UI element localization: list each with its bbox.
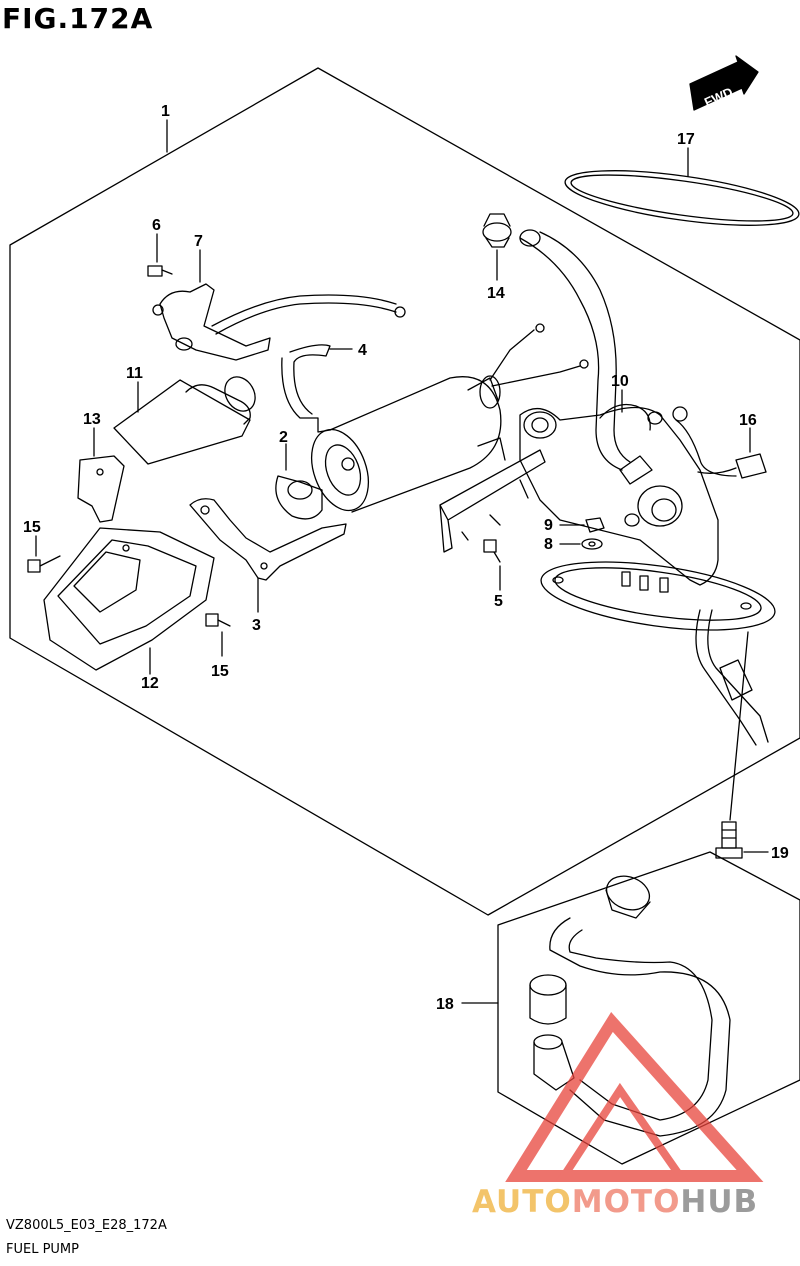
callout-18: 18 [436, 996, 454, 1013]
callout-17: 17 [677, 131, 695, 148]
callout-15a: 15 [23, 519, 41, 536]
elbow-18 [533, 1034, 575, 1091]
joint-18b [529, 974, 567, 1025]
screw-6 [147, 265, 173, 277]
fuel-line-18 [549, 917, 731, 1137]
watermark-logo [505, 1012, 764, 1182]
figure-title: FIG.172A [2, 2, 154, 35]
callout-15b: 15 [211, 663, 229, 680]
bracket-rail [439, 437, 546, 553]
callout-8: 8 [544, 536, 553, 553]
callout-4: 4 [358, 342, 367, 359]
retaining-strap-4 [281, 344, 331, 433]
callout-7: 7 [194, 233, 203, 250]
fwd-arrow-icon [689, 55, 759, 111]
wire-harness [695, 609, 769, 746]
callout-13: 13 [83, 411, 101, 428]
callout-11: 11 [126, 365, 143, 382]
callout-14: 14 [487, 285, 505, 302]
gasket-13 [77, 455, 125, 523]
callout-1: 1 [161, 103, 170, 120]
assembly-outline [9, 67, 800, 916]
fuel-hose [519, 231, 631, 471]
fuel-filter-11 [113, 376, 256, 465]
callout-16: 16 [739, 412, 757, 429]
harness-bracket-7 [152, 283, 406, 361]
callout-9: 9 [544, 517, 553, 534]
callout-10: 10 [611, 373, 629, 390]
callout-5: 5 [494, 593, 503, 610]
connector-16 [672, 406, 767, 479]
spacer-2 [275, 475, 323, 520]
screw-15b [205, 613, 231, 627]
fuel-pump-motor [311, 375, 502, 513]
callout-12: 12 [141, 675, 159, 692]
bolt-5 [483, 539, 501, 563]
watermark-text: AUTOMOTOHUB [472, 1184, 758, 1220]
watermark-part-hub: HUB [680, 1184, 759, 1220]
callout-2: 2 [279, 429, 288, 446]
callout-3: 3 [252, 617, 261, 634]
bolt-19 [715, 821, 743, 859]
screw-15a [27, 555, 61, 573]
callout-6: 6 [152, 217, 161, 234]
o-ring-17 [564, 170, 800, 226]
diagram-title: FUEL PUMP [6, 1242, 79, 1257]
hose-clamp-14 [482, 213, 512, 248]
nut-9 [585, 517, 605, 533]
pump-housing-10 [519, 403, 719, 586]
inset-box [497, 851, 800, 1165]
callout-19: 19 [771, 845, 789, 862]
cover-12 [43, 527, 215, 671]
washer-8 [581, 538, 603, 550]
bracket-3 [189, 498, 347, 581]
watermark-part-auto: AUTO [472, 1184, 572, 1220]
diagram-code: VZ800L5_E03_E28_172A [6, 1218, 167, 1233]
watermark-part-moto: MOTO [571, 1184, 681, 1220]
pump-flange-plate [540, 561, 776, 631]
joint-18a [605, 875, 651, 919]
